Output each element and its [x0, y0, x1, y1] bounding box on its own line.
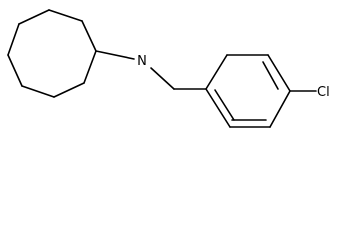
chlorine-atom-label: Cl [317, 85, 330, 100]
ring-bond [53, 82, 85, 98]
n-ch2-bond [150, 67, 175, 90]
aromatic-inner-bond [262, 61, 279, 90]
nitrogen-atom-label: N [137, 54, 147, 69]
ring-bond [81, 20, 97, 52]
ring-bond [205, 54, 228, 90]
c-n-bond [95, 50, 135, 60]
aromatic-inner-bond [214, 89, 235, 121]
ring-bond [269, 90, 291, 128]
ring-bond [267, 54, 291, 92]
ring-bond [21, 85, 55, 98]
chemical-structure: N Cl [7, 9, 330, 128]
benzene-ring [205, 54, 291, 128]
ring-bond [7, 23, 20, 56]
ring-bond [18, 9, 50, 25]
ring-bond [205, 88, 231, 128]
ring-bond [48, 9, 83, 22]
cyclooctane-ring [7, 9, 97, 98]
ring-bond [7, 54, 23, 87]
ring-bond [83, 50, 97, 84]
